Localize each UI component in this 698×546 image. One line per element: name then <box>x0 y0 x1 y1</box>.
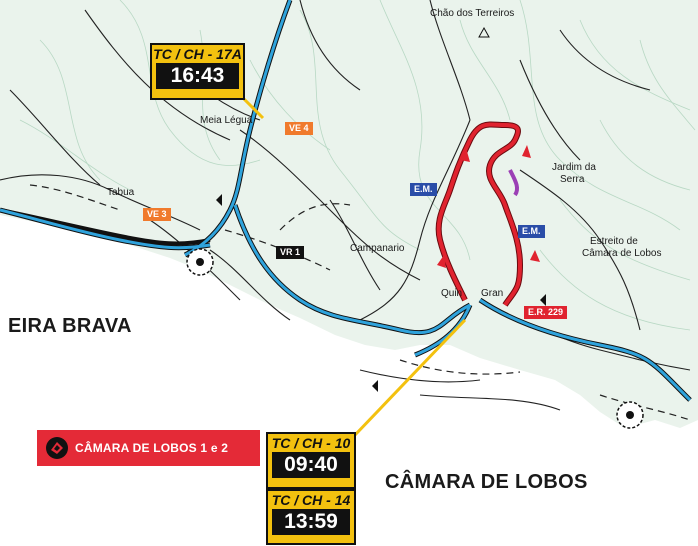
place-tabua: Tabua <box>107 187 135 198</box>
special-stage-label: CÂMARA DE LOBOS 1 e 2 <box>75 441 229 455</box>
liaison-route-fill <box>0 0 692 402</box>
time-control-17a-code: TC / CH - 17A <box>153 46 242 62</box>
place-campanario: Campanario <box>350 243 405 254</box>
time-control-10: TC / CH - 10 09:40 <box>266 432 356 489</box>
road-tag-vr1: VR 1 <box>276 246 305 259</box>
place-camara-de-lobos: CÂMARA DE LOBOS <box>385 471 588 493</box>
road-tag-em-east: E.M. <box>518 225 545 238</box>
service-park-marker-east <box>616 401 644 429</box>
time-control-14-code: TC / CH - 14 <box>271 492 351 508</box>
place-eira-brava: EIRA BRAVA <box>8 315 132 337</box>
tracks <box>29 184 691 421</box>
stage-start-spur <box>508 169 520 197</box>
special-stage-icon <box>46 437 68 459</box>
time-control-10-time: 09:40 <box>272 452 350 478</box>
time-control-10-code: TC / CH - 10 <box>271 435 351 451</box>
time-control-14: TC / CH - 14 13:59 <box>266 489 356 545</box>
road-tag-ve3: VE 3 <box>143 208 171 221</box>
leader-tc10 <box>353 318 467 437</box>
terrain-contours <box>19 0 696 331</box>
place-estreito-line2: Câmara de Lobos <box>582 248 662 259</box>
special-stage-banner: CÂMARA DE LOBOS 1 e 2 <box>37 430 260 466</box>
secondary-roads <box>0 0 691 411</box>
time-control-17a-time: 16:43 <box>156 63 239 89</box>
direction-arrows <box>437 145 540 268</box>
service-park-marker-west <box>186 248 214 276</box>
road-tag-er229: E.R. 229 <box>524 306 568 319</box>
time-control-17a: TC / CH - 17A 16:43 <box>150 43 245 100</box>
place-quinta-grande-line2: Gran <box>481 288 504 299</box>
place-meia-legua: Meia Légua <box>200 115 253 126</box>
place-chao-dos-terreiros: Chão dos Terreiros <box>430 8 515 19</box>
peak-icon <box>478 26 490 38</box>
place-quinta-grande-line1: Quin <box>441 288 463 299</box>
special-stage-route-fill <box>436 122 523 307</box>
place-jardim-da-serra-line1: Jardim da <box>552 162 596 173</box>
place-estreito-line1: Estreito de <box>590 236 638 247</box>
road-tag-ve4: VE 4 <box>285 122 313 135</box>
time-control-14-time: 13:59 <box>272 509 350 535</box>
place-jardim-da-serra-line2: Serra <box>560 174 585 185</box>
road-tag-em-west: E.M. <box>410 183 437 196</box>
